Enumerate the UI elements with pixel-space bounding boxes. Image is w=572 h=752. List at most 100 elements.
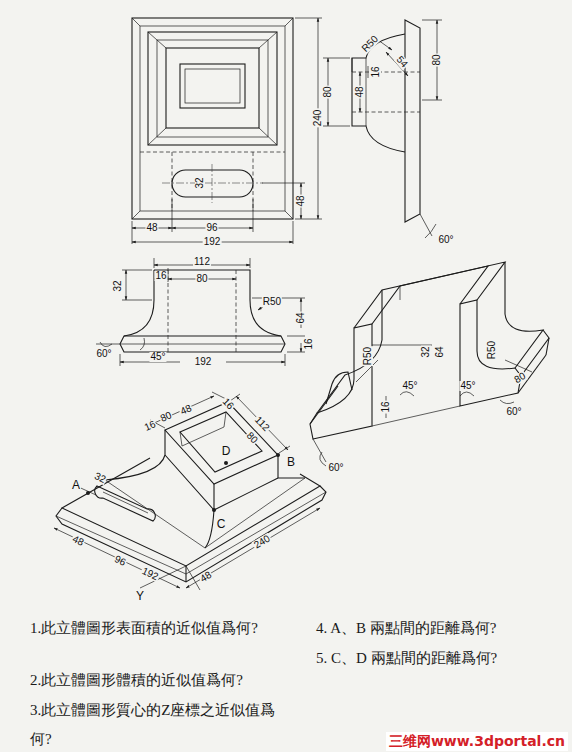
top-view-stroke xyxy=(148,32,277,145)
dimension-label: R50 xyxy=(363,346,373,366)
isometric-view-stroke xyxy=(165,402,278,484)
dimension-label: 16 xyxy=(304,337,314,350)
front-view-stroke xyxy=(154,258,155,268)
front-view-stroke xyxy=(226,362,285,363)
isometric-view-stroke xyxy=(185,566,186,582)
top-view-stroke xyxy=(132,211,140,219)
side-view-stroke xyxy=(378,40,392,50)
dimension-label: R50 xyxy=(359,33,380,54)
front-view-stroke xyxy=(287,352,305,353)
top-view xyxy=(132,18,322,244)
dimension-label: 112 xyxy=(252,414,272,434)
top-view-stroke xyxy=(259,32,277,48)
dimension-label: 192 xyxy=(139,566,160,583)
front-view-stroke xyxy=(120,336,285,352)
point-label: B xyxy=(286,456,296,468)
top-view-stroke xyxy=(157,40,268,137)
front-view-stroke xyxy=(140,338,145,350)
side-view-stroke xyxy=(368,66,369,78)
dimension-label: 80 xyxy=(512,370,528,385)
dimension-label: 60° xyxy=(505,407,522,417)
front-view-stroke xyxy=(287,336,305,337)
dimension-label: 60° xyxy=(437,235,454,245)
isometric-view-stroke xyxy=(86,491,90,495)
side-view-stroke xyxy=(352,72,420,73)
front-view-stroke xyxy=(301,343,302,352)
dimension-label: 48 xyxy=(178,403,194,417)
front-view-stroke xyxy=(122,270,152,271)
front-view-stroke xyxy=(124,270,154,336)
section-pictorial-stroke xyxy=(310,324,372,439)
side-view-stroke xyxy=(323,58,350,59)
section-pictorial-stroke xyxy=(320,452,326,466)
top-view-stroke xyxy=(262,183,305,184)
question-text: 5. C、D 兩點間的距離爲何? xyxy=(316,644,562,673)
dimension-label: 32 xyxy=(92,471,108,486)
section-pictorial-stroke xyxy=(326,372,352,404)
isometric-view-stroke xyxy=(140,566,186,588)
dimension-label: 80 xyxy=(323,85,333,98)
isometric-view-stroke xyxy=(105,430,165,480)
front-view-stroke xyxy=(285,354,286,366)
isometric-view-stroke xyxy=(186,492,326,574)
side-view-stroke xyxy=(352,58,353,72)
dimension-label: 112 xyxy=(193,257,211,267)
side-view-stroke xyxy=(352,34,405,152)
dimension-label: 45° xyxy=(401,381,418,391)
top-view-stroke xyxy=(180,64,245,108)
question-text: 4. A、B 兩點間的距離爲何? xyxy=(316,614,562,643)
dimension-label: 32 xyxy=(195,176,205,189)
section-pictorial-stroke xyxy=(546,338,549,355)
section-pictorial xyxy=(310,262,549,466)
top-view-stroke xyxy=(166,48,259,128)
top-view-stroke xyxy=(259,128,277,145)
side-view-stroke xyxy=(422,20,442,21)
dimension-label: 45° xyxy=(459,381,476,391)
dimension-label: 16 xyxy=(381,400,391,413)
top-view-stroke xyxy=(148,128,166,145)
front-view-stroke xyxy=(126,270,127,300)
front-view-stroke xyxy=(168,270,169,352)
dimension-label: 16 xyxy=(371,65,381,78)
section-pictorial-stroke xyxy=(460,392,474,396)
isometric-view-stroke xyxy=(205,484,214,548)
section-pictorial-stroke xyxy=(505,262,543,368)
section-pictorial-stroke xyxy=(400,286,401,300)
isometric-view-stroke xyxy=(56,516,186,574)
point-label: Y xyxy=(135,590,145,602)
dimension-label: 80 xyxy=(158,410,174,424)
point-label: C xyxy=(216,518,227,530)
top-view-stroke xyxy=(172,199,173,232)
section-pictorial-stroke xyxy=(310,386,338,424)
top-view-stroke xyxy=(185,69,240,103)
top-view-stroke xyxy=(162,183,263,184)
isometric-view-stroke xyxy=(186,566,200,590)
front-view-stroke xyxy=(168,268,169,282)
isometric-view-stroke xyxy=(165,455,278,510)
isometric-view-stroke xyxy=(276,453,280,457)
point-label: D xyxy=(221,445,232,457)
isometric-view-stroke xyxy=(212,508,216,512)
dimension-label: 80 xyxy=(195,274,208,284)
isometric-view-stroke xyxy=(152,396,214,424)
top-view-stroke xyxy=(285,18,293,26)
dimension-label: 32 xyxy=(421,345,431,358)
dimension-label: 96 xyxy=(205,223,218,233)
dimension-label: 45° xyxy=(149,352,166,362)
isometric-view-stroke xyxy=(95,486,155,521)
dimension-label: 16 xyxy=(142,419,158,433)
front-view-stroke xyxy=(120,344,285,345)
dimension-label: 16 xyxy=(220,396,236,412)
isometric-view-stroke xyxy=(56,486,326,582)
top-view-stroke xyxy=(132,18,293,219)
front-view-stroke xyxy=(236,270,237,352)
dimension-label: 192 xyxy=(203,237,222,247)
isometric-view-stroke xyxy=(236,396,288,450)
section-pictorial-stroke xyxy=(313,439,326,462)
isometric-view-stroke xyxy=(54,528,180,588)
front-view-stroke xyxy=(250,258,251,268)
front-view-stroke xyxy=(96,344,120,345)
